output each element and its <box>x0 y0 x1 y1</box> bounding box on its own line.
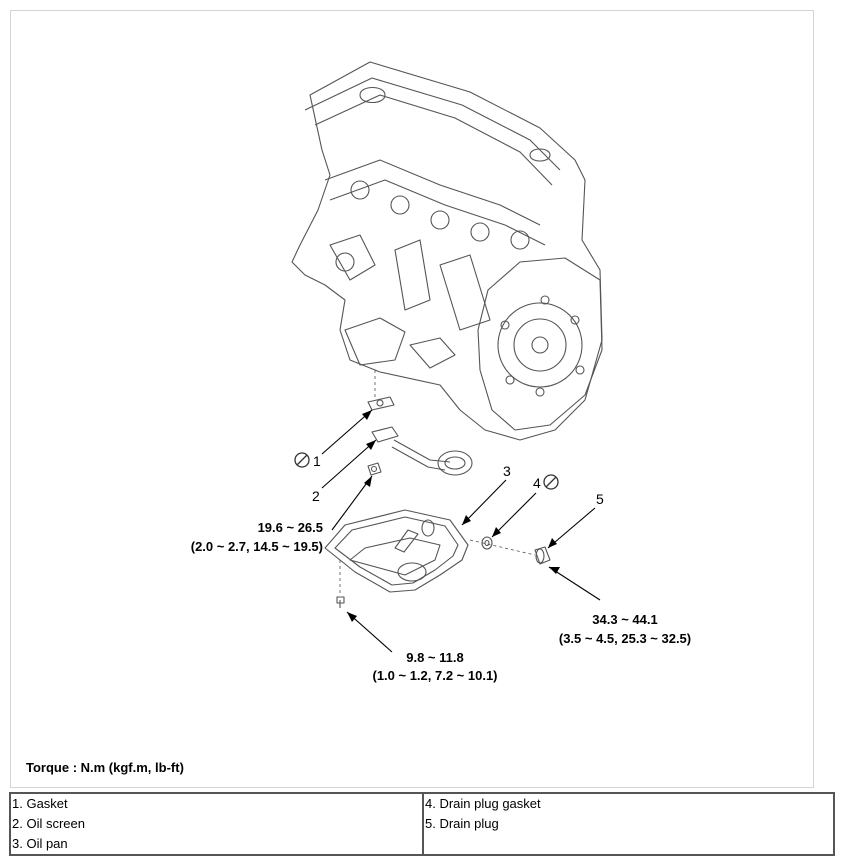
legend-item: 2. Oil screen <box>12 816 85 831</box>
figure-frame <box>10 10 814 788</box>
legend-item: 3. Oil pan <box>12 836 68 851</box>
torque-pan-line1: 9.8 ~ 11.8 <box>406 650 463 665</box>
exploded-diagram: 1 2 3 4 5 19.6 ~ 26.5 (2.0 ~ 2.7, 14.5 ~… <box>191 61 691 683</box>
screen-bolt-part <box>367 462 382 476</box>
callout-4: 4 <box>533 475 541 491</box>
legend-column-right: 4. Drain plug gasket 5. Drain plug <box>424 794 833 854</box>
torque-screen-line1: 19.6 ~ 26.5 <box>258 520 323 535</box>
torque-drain-line1: 34.3 ~ 44.1 <box>592 612 657 627</box>
engine-block <box>291 61 603 441</box>
parts-legend: 1. Gasket 2. Oil screen 3. Oil pan 4. Dr… <box>9 792 835 856</box>
torque-pan-line2: (1.0 ~ 1.2, 7.2 ~ 10.1) <box>372 668 497 683</box>
drain-plug-part <box>534 546 551 565</box>
no-reuse-icon <box>294 452 310 468</box>
callout-3: 3 <box>503 463 511 479</box>
oil-pan-part <box>324 509 469 593</box>
legend-item: 5. Drain plug <box>425 816 499 831</box>
legend-column-left: 1. Gasket 2. Oil screen 3. Oil pan <box>11 794 424 854</box>
torque-units-note: Torque : N.m (kgf.m, lb-ft) <box>26 760 184 775</box>
torque-screen-line2: (2.0 ~ 2.7, 14.5 ~ 19.5) <box>191 539 323 554</box>
legend-table: 1. Gasket 2. Oil screen 3. Oil pan 4. Dr… <box>11 794 833 854</box>
legend-item: 1. Gasket <box>12 796 68 811</box>
gasket-part <box>367 396 395 411</box>
legend-item: 4. Drain plug gasket <box>425 796 541 811</box>
pan-bolt-part <box>336 596 345 608</box>
callout-5: 5 <box>596 491 604 507</box>
leader-lines <box>321 409 601 653</box>
oil-screen-part <box>371 426 473 476</box>
arrow-heads <box>347 410 560 622</box>
callout-2: 2 <box>312 488 320 504</box>
callout-1: 1 <box>313 453 321 469</box>
no-reuse-icon <box>543 474 559 490</box>
torque-drain-line2: (3.5 ~ 4.5, 25.3 ~ 32.5) <box>559 631 691 646</box>
